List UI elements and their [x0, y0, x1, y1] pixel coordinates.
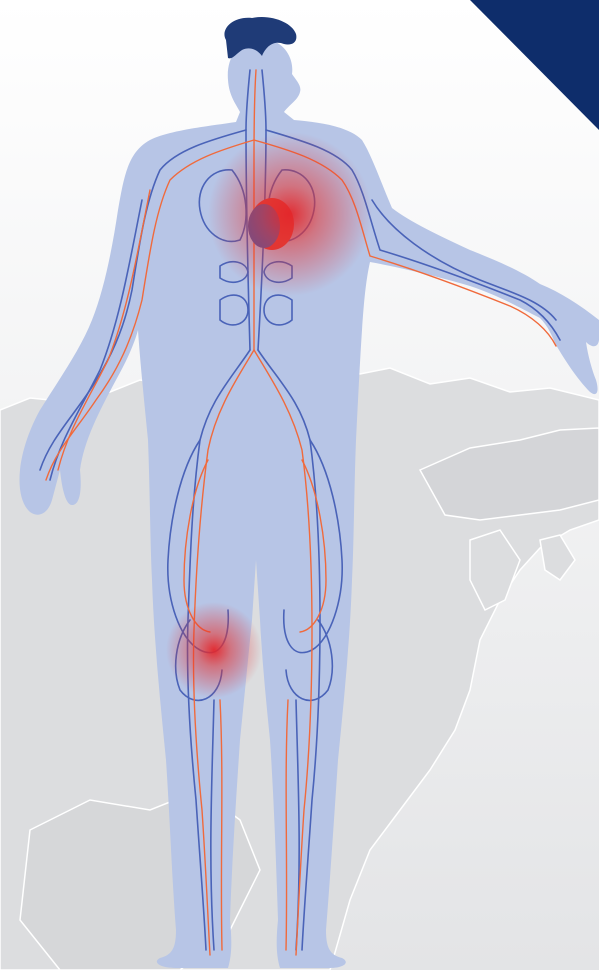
chest-pain-glow: [208, 132, 372, 296]
knee-pain-glow: [166, 602, 262, 698]
